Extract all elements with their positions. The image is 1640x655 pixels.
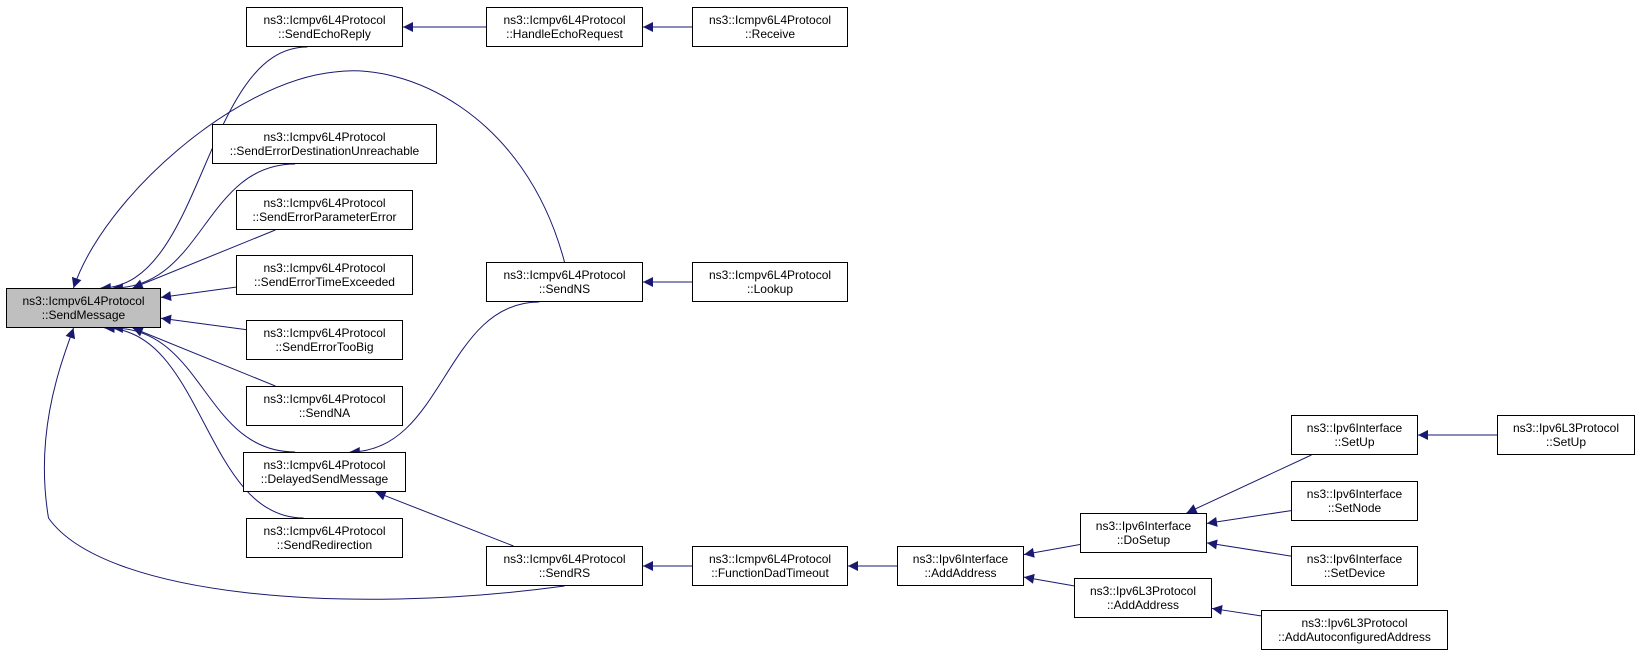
node-send-error-parameter-error[interactable]: ns3::Icmpv6L4Protocol ::SendErrorParamet…	[236, 190, 413, 230]
node-delayed-send-message[interactable]: ns3::Icmpv6L4Protocol ::DelayedSendMessa…	[243, 452, 406, 492]
node-send-error-too-big[interactable]: ns3::Icmpv6L4Protocol ::SendErrorTooBig	[246, 320, 403, 360]
node-ipv6-l3-protocol-set-up[interactable]: ns3::Ipv6L3Protocol ::SetUp	[1497, 415, 1635, 455]
node-send-na[interactable]: ns3::Icmpv6L4Protocol ::SendNA	[246, 386, 403, 426]
call-edge-delayed_send-to-send_message	[112, 323, 296, 453]
node-send-error-destination-unreachable[interactable]: ns3::Icmpv6L4Protocol ::SendErrorDestina…	[212, 124, 437, 164]
node-method-label: ::SetNode	[1327, 501, 1382, 515]
call-edge-send_err_toobig-to-send_message	[160, 314, 247, 331]
node-class-label: ns3::Ipv6Interface	[1306, 487, 1403, 501]
node-ipv6-interface-set-device[interactable]: ns3::Ipv6Interface ::SetDevice	[1291, 546, 1418, 586]
node-method-label: ::SetDevice	[1323, 566, 1386, 580]
node-class-label: ns3::Icmpv6L4Protocol	[263, 326, 386, 340]
node-method-label: ::SendNS	[538, 282, 591, 296]
call-edge-if_set_device-to-if_do_setup	[1206, 539, 1292, 557]
call-edge-send_err_dest-to-send_message	[112, 163, 296, 293]
node-class-label: ns3::Ipv6Interface	[1306, 552, 1403, 566]
node-class-label: ns3::Icmpv6L4Protocol	[708, 268, 832, 282]
node-send-echo-reply[interactable]: ns3::Icmpv6L4Protocol ::SendEchoReply	[246, 7, 403, 47]
call-edge-send_err_param-to-send_message	[132, 229, 276, 289]
node-ipv6-interface-add-address[interactable]: ns3::Ipv6Interface ::AddAddress	[897, 546, 1024, 586]
call-edge-send_rs-to-send_message	[43, 327, 565, 600]
node-class-label: ns3::Icmpv6L4Protocol	[503, 268, 626, 282]
node-class-label: ns3::Icmpv6L4Protocol	[263, 261, 386, 275]
node-ipv6-interface-do-setup[interactable]: ns3::Ipv6Interface ::DoSetup	[1080, 513, 1207, 553]
call-edge-send_err_time-to-send_message	[160, 286, 237, 301]
node-class-label: ns3::Ipv6Interface	[912, 552, 1009, 566]
node-class-label: ns3::Icmpv6L4Protocol	[708, 552, 832, 566]
call-edge-if_set_node-to-if_do_setup	[1206, 510, 1292, 527]
node-class-label: ns3::Ipv6Interface	[1306, 421, 1403, 435]
node-class-label: ns3::Ipv6L3Protocol	[1301, 616, 1408, 630]
node-method-label: ::DoSetup	[1116, 533, 1171, 547]
node-ipv6-l3-protocol-add-autoconfigured-address[interactable]: ns3::Ipv6L3Protocol ::AddAutoconfiguredA…	[1261, 610, 1448, 650]
node-method-label: ::Receive	[744, 27, 796, 41]
node-method-label: ::Lookup	[746, 282, 794, 296]
node-class-label: ns3::Icmpv6L4Protocol	[263, 458, 386, 472]
call-edge-send_na-to-send_message	[132, 327, 276, 387]
node-method-label: ::SendRedirection	[276, 538, 373, 552]
node-method-label: ::DelayedSendMessage	[260, 472, 389, 486]
node-method-label: ::SendRS	[538, 566, 591, 580]
call-edge-send_rs-to-delayed_send	[375, 490, 514, 547]
call-edge-l3_add_autoconf-to-l3_add_address	[1211, 604, 1262, 617]
node-method-label: ::AddAddress	[924, 566, 997, 580]
node-ipv6-interface-set-node[interactable]: ns3::Ipv6Interface ::SetNode	[1291, 481, 1418, 521]
node-class-label: ns3::Icmpv6L4Protocol	[263, 524, 386, 538]
node-ipv6-l3-protocol-add-address[interactable]: ns3::Ipv6L3Protocol ::AddAddress	[1074, 578, 1212, 618]
node-class-label: ns3::Ipv6Interface	[1095, 519, 1192, 533]
node-receive[interactable]: ns3::Icmpv6L4Protocol ::Receive	[692, 7, 848, 47]
node-class-label: ns3::Icmpv6L4Protocol	[263, 196, 386, 210]
node-handle-echo-request[interactable]: ns3::Icmpv6L4Protocol ::HandleEchoReques…	[486, 7, 643, 47]
node-method-label: ::AddAddress	[1106, 598, 1180, 612]
node-ipv6-interface-set-up[interactable]: ns3::Ipv6Interface ::SetUp	[1291, 415, 1418, 455]
node-send-message: ns3::Icmpv6L4Protocol ::SendMessage	[6, 288, 161, 328]
node-lookup[interactable]: ns3::Icmpv6L4Protocol ::Lookup	[692, 262, 848, 302]
node-method-label: ::AddAutoconfiguredAddress	[1278, 630, 1431, 644]
call-edge-if_set_up-to-if_do_setup	[1186, 454, 1312, 514]
node-send-redirection[interactable]: ns3::Icmpv6L4Protocol ::SendRedirection	[246, 518, 403, 558]
node-method-label: ::SendErrorTooBig	[275, 340, 374, 354]
node-function-dad-timeout[interactable]: ns3::Icmpv6L4Protocol ::FunctionDadTimeo…	[692, 546, 848, 586]
call-edge-send_redirection-to-send_message	[104, 323, 304, 519]
node-method-label: ::SetUp	[1334, 435, 1375, 449]
node-send-error-time-exceeded[interactable]: ns3::Icmpv6L4Protocol ::SendErrorTimeExc…	[236, 255, 413, 295]
node-class-label: ns3::Icmpv6L4Protocol	[263, 392, 386, 406]
call-edge-send_echo_reply-to-send_message	[100, 46, 308, 293]
node-method-label: ::SendMessage	[41, 308, 126, 322]
node-class-label: ns3::Icmpv6L4Protocol	[708, 13, 832, 27]
node-method-label: ::SendNA	[298, 406, 351, 420]
node-class-label: ns3::Icmpv6L4Protocol	[22, 294, 145, 308]
node-method-label: ::SendEchoReply	[278, 27, 371, 41]
node-method-label: ::SetUp	[1545, 435, 1587, 449]
node-class-label: ns3::Icmpv6L4Protocol	[263, 13, 386, 27]
call-edge-send_ns-to-delayed_send	[349, 301, 540, 457]
call-edge-l3_add_address-to-if_add_address	[1023, 573, 1075, 587]
node-method-label: ::SendErrorTimeExceeded	[254, 275, 395, 289]
node-class-label: ns3::Ipv6L3Protocol	[1089, 584, 1197, 598]
call-edge-send_ns-to-send_message	[71, 70, 565, 289]
node-class-label: ns3::Icmpv6L4Protocol	[503, 13, 626, 27]
node-class-label: ns3::Icmpv6L4Protocol	[263, 130, 386, 144]
node-class-label: ns3::Ipv6L3Protocol	[1512, 421, 1620, 435]
node-method-label: ::FunctionDadTimeout	[711, 566, 829, 580]
call-edge-if_do_setup-to-if_add_address	[1023, 543, 1081, 558]
node-send-rs[interactable]: ns3::Icmpv6L4Protocol ::SendRS	[486, 546, 643, 586]
node-method-label: ::HandleEchoRequest	[506, 27, 623, 41]
node-send-ns[interactable]: ns3::Icmpv6L4Protocol ::SendNS	[486, 262, 643, 302]
node-method-label: ::SendErrorParameterError	[252, 210, 397, 224]
node-method-label: ::SendErrorDestinationUnreachable	[229, 144, 420, 158]
node-class-label: ns3::Icmpv6L4Protocol	[503, 552, 626, 566]
